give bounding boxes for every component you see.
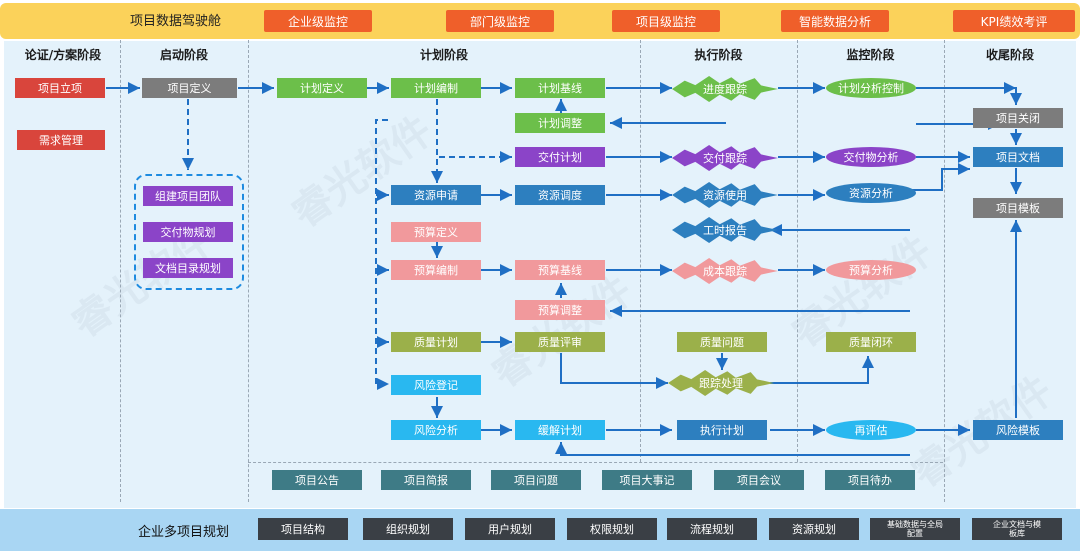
dashboard-title: 项目数据驾驶舱 <box>130 14 222 29</box>
plan-analysis-control-node[interactable]: 计划分析控制 <box>826 78 916 98</box>
phase-divider <box>944 40 945 502</box>
footer-button[interactable]: 用户规划 <box>465 518 555 540</box>
plan-baseline-node[interactable]: 计划基线 <box>515 78 605 98</box>
footer-title: 企业多项目规划 <box>138 525 230 540</box>
plan-adjust-node[interactable]: 计划调整 <box>515 113 605 133</box>
resource-dispatch-node[interactable]: 资源调度 <box>515 185 605 205</box>
info-strip-item[interactable]: 项目待办 <box>825 470 915 490</box>
resource-request-node[interactable]: 资源申请 <box>391 185 481 205</box>
info-strip-divider <box>248 462 943 463</box>
info-strip-item[interactable]: 项目简报 <box>381 470 471 490</box>
info-strip-item[interactable]: 项目问题 <box>491 470 581 490</box>
doc-catalog-planning-node[interactable]: 文档目录规划 <box>143 258 233 278</box>
project-close-node[interactable]: 项目关闭 <box>973 108 1063 128</box>
footer-button[interactable]: 资源规划 <box>769 518 859 540</box>
project-docs-node[interactable]: 项目文档 <box>973 147 1063 167</box>
project-template-node[interactable]: 项目模板 <box>973 198 1063 218</box>
project-approval-node[interactable]: 项目立项 <box>15 78 105 98</box>
budget-adjust-node[interactable]: 预算调整 <box>515 300 605 320</box>
demand-mgmt-node[interactable]: 需求管理 <box>17 130 105 150</box>
tab-enterprise-monitor[interactable]: 企业级监控 <box>264 10 372 32</box>
resource-analysis-node[interactable]: 资源分析 <box>826 183 916 203</box>
risk-template-node[interactable]: 风险模板 <box>973 420 1063 440</box>
project-definition-node[interactable]: 项目定义 <box>142 78 237 98</box>
budget-analysis-node[interactable]: 预算分析 <box>826 260 916 280</box>
footer-button[interactable]: 项目结构 <box>258 518 348 540</box>
tab-project-monitor[interactable]: 项目级监控 <box>612 10 720 32</box>
budget-baseline-node[interactable]: 预算基线 <box>515 260 605 280</box>
footer-button[interactable]: 权限规划 <box>567 518 657 540</box>
quality-review-node[interactable]: 质量评审 <box>515 332 605 352</box>
phase-header: 论证/方案阶段 <box>24 48 102 62</box>
phase-header: 监控阶段 <box>846 48 895 62</box>
phase-header: 计划阶段 <box>419 48 468 62</box>
risk-analysis-node[interactable]: 风险分析 <box>391 420 481 440</box>
footer-button[interactable]: 流程规划 <box>667 518 757 540</box>
execute-plan-node[interactable]: 执行计划 <box>677 420 767 440</box>
phase-divider <box>120 40 121 502</box>
quality-closure-node[interactable]: 质量闭环 <box>826 332 916 352</box>
phase-header: 执行阶段 <box>694 48 743 62</box>
mitigation-plan-node[interactable]: 缓解计划 <box>515 420 605 440</box>
tab-kpi-review[interactable]: KPI绩效考评 <box>953 10 1075 32</box>
phase-header: 启动阶段 <box>159 48 208 62</box>
info-strip-item[interactable]: 项目公告 <box>272 470 362 490</box>
quality-plan-node[interactable]: 质量计划 <box>391 332 481 352</box>
re-evaluate-node[interactable]: 再评估 <box>826 420 916 440</box>
phase-header: 收尾阶段 <box>985 48 1034 62</box>
startup-dashed-group <box>134 174 244 290</box>
quality-issue-node[interactable]: 质量问题 <box>677 332 767 352</box>
deliverable-analysis-node[interactable]: 交付物分析 <box>826 147 916 167</box>
info-strip-item[interactable]: 项目大事记 <box>602 470 692 490</box>
budget-compile-node[interactable]: 预算编制 <box>391 260 481 280</box>
phase-divider <box>248 40 249 502</box>
phase-divider <box>640 40 641 462</box>
build-team-node[interactable]: 组建项目团队 <box>143 186 233 206</box>
delivery-plan-node[interactable]: 交付计划 <box>515 147 605 167</box>
budget-definition-node[interactable]: 预算定义 <box>391 222 481 242</box>
deliverable-planning-node[interactable]: 交付物规划 <box>143 222 233 242</box>
phase-divider <box>797 40 798 462</box>
tab-department-monitor[interactable]: 部门级监控 <box>446 10 554 32</box>
footer-button[interactable]: 基础数据与全局配置 <box>870 518 960 540</box>
info-strip-item[interactable]: 项目会议 <box>714 470 804 490</box>
plan-compile-node[interactable]: 计划编制 <box>391 78 481 98</box>
footer-button[interactable]: 企业文档与模板库 <box>972 518 1062 540</box>
risk-register-node[interactable]: 风险登记 <box>391 375 481 395</box>
tab-smart-analysis[interactable]: 智能数据分析 <box>781 10 889 32</box>
plan-definition-node[interactable]: 计划定义 <box>277 78 367 98</box>
footer-button[interactable]: 组织规划 <box>363 518 453 540</box>
